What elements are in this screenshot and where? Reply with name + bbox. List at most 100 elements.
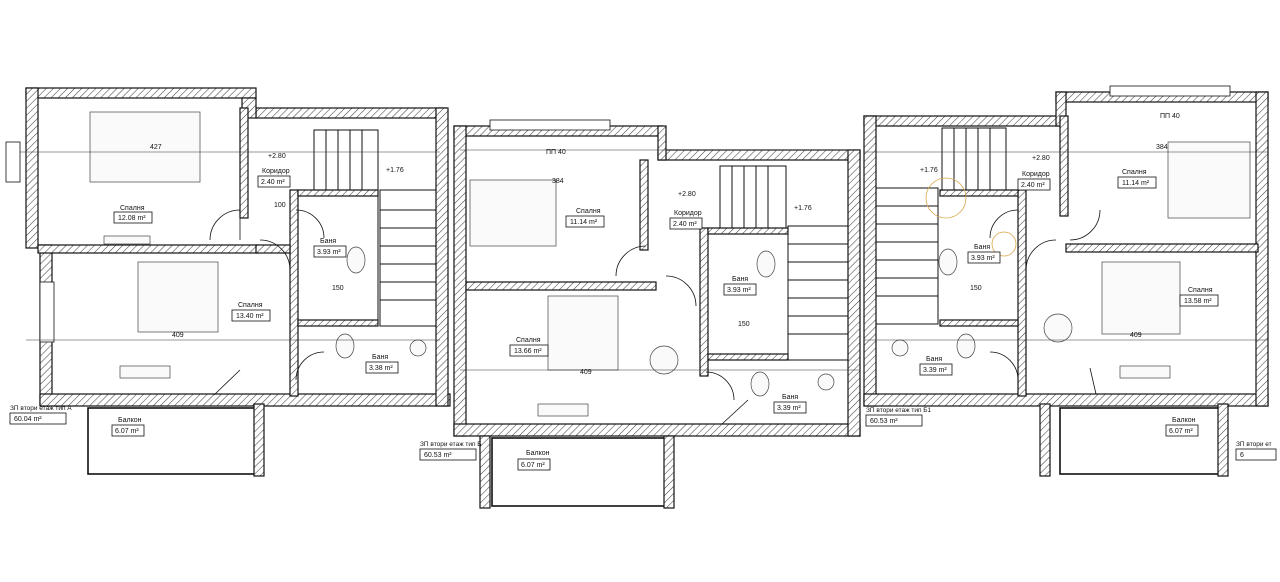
highlight-marker <box>925 177 967 219</box>
door <box>295 351 325 381</box>
armchair <box>1043 313 1073 343</box>
room-name: Баня <box>974 244 990 251</box>
desk <box>103 235 151 245</box>
area-box <box>1165 424 1199 437</box>
toilet <box>938 248 958 276</box>
room-area: 3.39 m² <box>923 367 947 374</box>
room-area: 2.40 m² <box>1021 182 1045 189</box>
door <box>989 351 1019 381</box>
wall <box>453 423 861 437</box>
room-area: 12.08 m² <box>118 215 146 222</box>
wall <box>453 125 467 437</box>
door <box>209 209 241 241</box>
sink <box>409 339 427 357</box>
wall <box>289 189 299 397</box>
edge-tag-title: ЗП втори ет <box>1236 441 1272 448</box>
floor-tag-title: ЗП втори етаж тип А <box>10 405 72 412</box>
dim-label: 409 <box>1130 332 1142 339</box>
dim-label: 409 <box>172 332 184 339</box>
window <box>1109 85 1231 97</box>
door <box>1025 239 1057 271</box>
wall <box>939 189 1019 197</box>
wall <box>255 244 291 254</box>
wall <box>37 244 259 254</box>
wall <box>25 87 39 249</box>
unit-b: 384 409 150 ПП 40 +2.80 +1.76 Спалня 11.… <box>419 119 861 509</box>
wall <box>297 319 379 327</box>
wall <box>639 159 649 251</box>
area-box <box>865 414 923 427</box>
room-area: 11.14 m² <box>1122 180 1150 187</box>
wall <box>1017 189 1027 397</box>
floor-tag-title: ЗП втори етаж тип Б <box>420 441 482 448</box>
room-name: Спалня <box>1188 287 1213 294</box>
area-box <box>9 412 67 425</box>
balcony-door <box>213 369 241 396</box>
level-mark: +1.76 <box>386 167 404 174</box>
toilet <box>346 246 366 274</box>
desk <box>1119 365 1171 379</box>
room-area: 3.93 m² <box>727 287 751 294</box>
room-name: Коридор <box>1022 171 1050 178</box>
area-box <box>313 245 347 258</box>
edge-tag-area: 6 <box>1240 452 1244 459</box>
wall <box>465 281 657 291</box>
room-name: Спалня <box>576 208 601 215</box>
dim-label: 427 <box>150 144 162 151</box>
window <box>489 119 611 131</box>
room-name: Спалня <box>238 302 263 309</box>
unit-a: 427 409 100 150 +2.80 +1.76 Спалня 12.08… <box>5 87 451 477</box>
room-area: 11.14 m² <box>570 219 598 226</box>
room-area: 13.66 m² <box>514 348 542 355</box>
wall <box>657 125 667 161</box>
room-area: 6.07 m² <box>521 462 545 469</box>
toilet <box>750 371 770 397</box>
area-box <box>517 458 551 471</box>
wall <box>1059 115 1069 217</box>
wall <box>435 107 449 407</box>
area-box <box>257 175 291 188</box>
wall <box>1065 243 1259 253</box>
area-box <box>419 448 477 461</box>
bed <box>89 111 201 183</box>
wall <box>39 393 451 407</box>
sink <box>817 373 835 391</box>
wall <box>707 353 789 361</box>
unit-b1: 384 409 150 ПП 40 +1.76 +2.80 Спалня 11.… <box>863 85 1277 477</box>
room-area: 3.38 m² <box>369 365 393 372</box>
level-mark: +2.80 <box>678 191 696 198</box>
door <box>295 209 325 239</box>
bed <box>469 179 557 247</box>
wall <box>699 227 709 377</box>
room-name: Баня <box>926 356 942 363</box>
dim-label: 150 <box>970 285 982 292</box>
area-box <box>113 211 153 224</box>
room-area: 3.39 m² <box>777 405 801 412</box>
balcony-door <box>721 399 749 425</box>
dim-label: 384 <box>1156 144 1168 151</box>
area-box <box>1179 294 1219 307</box>
area-box <box>509 344 549 357</box>
area-box <box>723 283 757 296</box>
floor-tag-area: 60.53 m² <box>870 418 898 425</box>
wall <box>863 393 1269 407</box>
highlight-marker <box>991 231 1017 257</box>
room-name: Коридор <box>674 210 702 217</box>
wall <box>939 319 1019 327</box>
wall <box>863 115 877 407</box>
room-area: 2.40 m² <box>673 221 697 228</box>
door <box>989 209 1019 239</box>
sink <box>891 339 909 357</box>
room-area: 13.58 m² <box>1184 298 1212 305</box>
area-box <box>669 217 703 230</box>
toilet <box>756 250 776 278</box>
room-name: Балкон <box>118 417 142 424</box>
staircase <box>313 129 437 327</box>
room-name: Баня <box>732 276 748 283</box>
area-box <box>1017 178 1051 191</box>
balcony <box>87 403 265 477</box>
area-box <box>111 424 145 437</box>
desk <box>119 365 171 379</box>
room-name: Спалня <box>120 205 145 212</box>
door <box>259 239 291 271</box>
